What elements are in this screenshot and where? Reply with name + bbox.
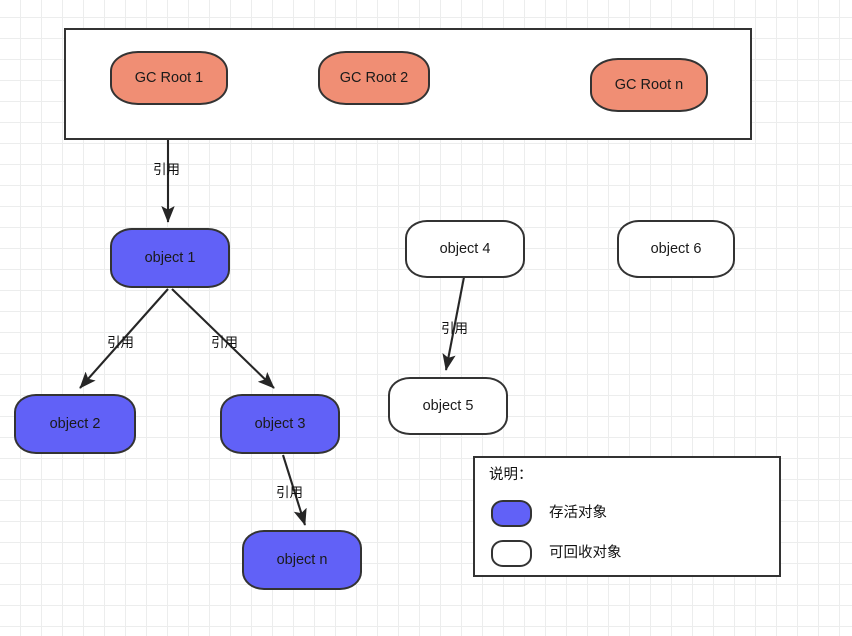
node-object-2[interactable]: object 2 bbox=[14, 394, 136, 454]
edge-label-object1-object3: 引用 bbox=[211, 335, 238, 350]
node-object-6[interactable]: object 6 bbox=[617, 220, 735, 278]
legend-item-dead: 可回收对象 bbox=[491, 540, 622, 567]
node-object-n[interactable]: object n bbox=[242, 530, 362, 590]
legend-label-dead: 可回收对象 bbox=[549, 545, 622, 562]
legend-swatch-dead bbox=[491, 540, 532, 567]
node-label: object 6 bbox=[650, 240, 702, 257]
node-label: object 2 bbox=[49, 415, 101, 432]
edge-label-object4-object5: 引用 bbox=[441, 321, 468, 336]
node-label: GC Root 2 bbox=[339, 69, 409, 86]
node-label: object 4 bbox=[439, 240, 491, 257]
legend-item-live: 存活对象 bbox=[491, 500, 607, 527]
edge-label-object3-objectn: 引用 bbox=[276, 485, 303, 500]
node-object-5[interactable]: object 5 bbox=[388, 377, 508, 435]
edge-label-object1-object2: 引用 bbox=[107, 335, 134, 350]
legend-label-live: 存活对象 bbox=[549, 505, 607, 522]
node-label: object 3 bbox=[254, 415, 306, 432]
legend-swatch-live bbox=[491, 500, 532, 527]
node-gc-root-1[interactable]: GC Root 1 bbox=[110, 51, 228, 105]
node-object-3[interactable]: object 3 bbox=[220, 394, 340, 454]
edge-label-gcroot1-object1: 引用 bbox=[153, 162, 180, 177]
node-object-4[interactable]: object 4 bbox=[405, 220, 525, 278]
legend: 说明： 存活对象 可回收对象 bbox=[473, 456, 781, 577]
node-label: GC Root n bbox=[614, 76, 684, 93]
node-label: GC Root 1 bbox=[134, 69, 204, 86]
node-gc-root-n[interactable]: GC Root n bbox=[590, 58, 708, 112]
legend-title: 说明： bbox=[489, 467, 533, 483]
node-label: object n bbox=[276, 551, 328, 568]
node-label: object 1 bbox=[144, 249, 196, 266]
node-object-1[interactable]: object 1 bbox=[110, 228, 230, 288]
node-gc-root-2[interactable]: GC Root 2 bbox=[318, 51, 430, 105]
node-label: object 5 bbox=[422, 397, 474, 414]
